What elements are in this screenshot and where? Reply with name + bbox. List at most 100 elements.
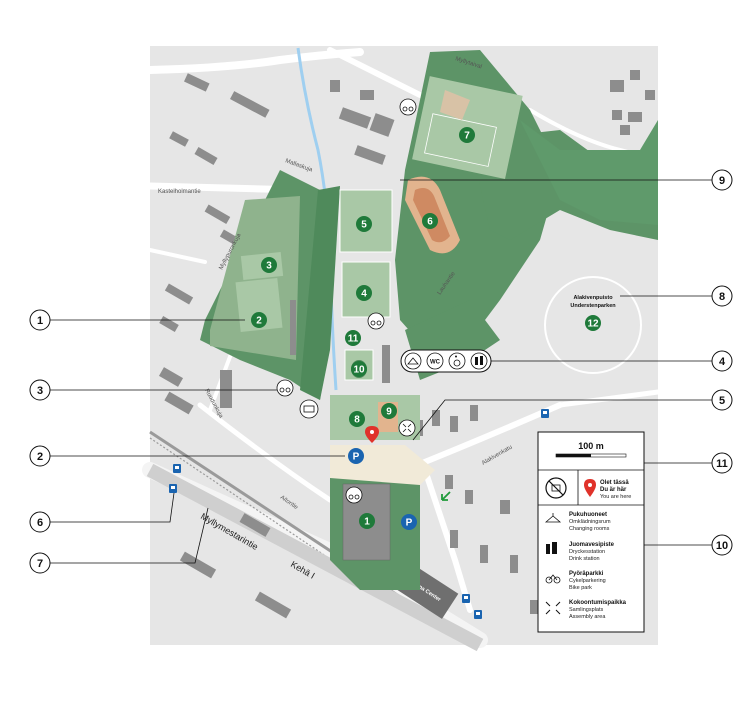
callout-5[interactable]: 5 bbox=[711, 389, 733, 411]
accessibility-icon[interactable] bbox=[448, 352, 466, 370]
map-bike-icons bbox=[276, 98, 417, 504]
callout-4[interactable]: 4 bbox=[711, 350, 733, 372]
svg-text:5: 5 bbox=[719, 395, 725, 407]
svg-text:WC: WC bbox=[430, 360, 441, 366]
svg-text:11: 11 bbox=[348, 334, 359, 345]
legend-row-drink-station: Juomavesipiste Dryckesstation Drink stat… bbox=[546, 542, 615, 562]
alakivenpuisto-label: Alakivenpuisto bbox=[573, 295, 613, 301]
callout-10[interactable]: 10 bbox=[711, 534, 733, 556]
you-are-here-legend-icon bbox=[584, 479, 596, 497]
bus-stop-icon bbox=[474, 610, 482, 619]
you-are-here-fi: Olet tässä bbox=[600, 480, 629, 486]
svg-text:Kokoontumispaikka: Kokoontumispaikka bbox=[569, 600, 627, 606]
callout-9[interactable]: 9 bbox=[711, 169, 733, 191]
venue-marker-11[interactable]: 11 bbox=[345, 330, 361, 346]
callout-leaders bbox=[50, 179, 712, 564]
svg-text:7: 7 bbox=[37, 558, 43, 570]
wc-icon[interactable]: WC bbox=[426, 352, 444, 370]
parking-icon[interactable]: P bbox=[348, 448, 364, 464]
legend-panel: 100 m Olet tässä Du är här You are here … bbox=[537, 431, 645, 633]
water-bottle-icon[interactable] bbox=[470, 352, 488, 370]
svg-text:4: 4 bbox=[719, 356, 726, 368]
amenity-icon-bar: WC bbox=[400, 349, 492, 373]
legend-row-assembly-area: Kokoontumispaikka Samlingsplats Assembly… bbox=[545, 600, 627, 620]
svg-text:P: P bbox=[406, 518, 413, 529]
bicycle-icon[interactable] bbox=[399, 98, 417, 116]
venue-marker-10[interactable]: 10 bbox=[351, 361, 367, 377]
venue-marker-2[interactable]: 2 bbox=[251, 312, 267, 328]
svg-text:Assembly area: Assembly area bbox=[569, 614, 606, 620]
svg-text:6: 6 bbox=[37, 517, 43, 529]
bus-stop-icon bbox=[462, 594, 470, 603]
you-are-here-legend-dot bbox=[588, 483, 592, 487]
scale-label: 100 m bbox=[578, 441, 604, 451]
bus-stop-icon bbox=[169, 484, 177, 493]
bicycle-icon[interactable] bbox=[367, 312, 385, 330]
svg-text:Pukuhuoneet: Pukuhuoneet bbox=[569, 512, 607, 518]
venue-markers: 1 2 3 4 5 6 7 8 9 10 11 12 bbox=[251, 127, 601, 529]
svg-text:10: 10 bbox=[353, 365, 365, 376]
callout-1[interactable]: 1 bbox=[29, 309, 51, 331]
hanger-icon bbox=[544, 513, 562, 523]
venue-marker-3[interactable]: 3 bbox=[261, 257, 277, 273]
svg-text:8: 8 bbox=[719, 291, 725, 303]
bicycle-icon[interactable] bbox=[276, 379, 294, 397]
svg-text:10: 10 bbox=[716, 540, 728, 552]
venue-marker-1[interactable]: 1 bbox=[359, 513, 375, 529]
svg-text:9: 9 bbox=[719, 175, 725, 187]
svg-text:8: 8 bbox=[354, 415, 360, 426]
svg-text:2: 2 bbox=[256, 316, 262, 327]
svg-text:4: 4 bbox=[361, 289, 367, 300]
svg-text:2: 2 bbox=[37, 451, 43, 463]
parking-icon[interactable]: P bbox=[401, 514, 417, 530]
hanger-icon[interactable] bbox=[404, 352, 422, 370]
you-are-here-marker bbox=[365, 426, 379, 443]
entrance-arrow-icon bbox=[441, 491, 451, 501]
legend-row-bike-park: Pyöräparkki Cykelparkering Bike park bbox=[545, 571, 606, 591]
svg-text:Changing rooms: Changing rooms bbox=[569, 526, 610, 532]
assembly-area-icon[interactable] bbox=[398, 419, 416, 437]
bicycle-icon[interactable] bbox=[345, 486, 363, 504]
svg-text:Omklädningsrum: Omklädningsrum bbox=[569, 519, 611, 525]
venue-marker-7[interactable]: 7 bbox=[459, 127, 475, 143]
venue-marker-8[interactable]: 8 bbox=[349, 411, 365, 427]
svg-text:Drink station: Drink station bbox=[569, 556, 600, 562]
svg-text:Bike park: Bike park bbox=[569, 585, 592, 591]
callout-3[interactable]: 3 bbox=[29, 379, 51, 401]
assembly-area-icon bbox=[545, 601, 561, 615]
callout-8[interactable]: 8 bbox=[711, 285, 733, 307]
sauna-icon[interactable] bbox=[299, 399, 319, 419]
svg-text:5: 5 bbox=[361, 220, 367, 231]
callout-6[interactable]: 6 bbox=[29, 511, 51, 533]
road-label-kastelholmantie: Kastelholmantie bbox=[158, 189, 201, 195]
svg-text:3: 3 bbox=[37, 385, 43, 397]
bus-stop-icon bbox=[173, 464, 181, 473]
callout-7[interactable]: 7 bbox=[29, 552, 51, 574]
water-bottle-icon bbox=[546, 542, 557, 554]
svg-text:Juomavesipiste: Juomavesipiste bbox=[569, 542, 615, 548]
svg-text:7: 7 bbox=[464, 131, 470, 142]
venue-marker-6[interactable]: 6 bbox=[422, 213, 438, 229]
venue-marker-9[interactable]: 9 bbox=[381, 403, 397, 419]
svg-text:Dryckesstation: Dryckesstation bbox=[569, 549, 605, 555]
svg-text:1: 1 bbox=[364, 517, 370, 528]
venue-marker-12[interactable]: 12 bbox=[585, 315, 601, 331]
svg-text:Cykelparkering: Cykelparkering bbox=[569, 578, 606, 584]
callouts: 1 2 3 4 5 6 7 8 9 10 11 bbox=[29, 169, 733, 574]
legend-row-changing-rooms: Pukuhuoneet Omklädningsrum Changing room… bbox=[544, 512, 611, 532]
callout-2[interactable]: 2 bbox=[29, 445, 51, 467]
alakivenpuisto-ring bbox=[544, 276, 642, 374]
venue-marker-4[interactable]: 4 bbox=[356, 285, 372, 301]
keha-highway bbox=[146, 463, 484, 652]
you-are-here-en: You are here bbox=[600, 494, 631, 500]
venue-marker-5[interactable]: 5 bbox=[356, 216, 372, 232]
svg-text:12: 12 bbox=[587, 319, 599, 330]
scale-bar bbox=[555, 453, 627, 458]
understenparken-label: Understenparken bbox=[570, 303, 616, 309]
svg-text:1: 1 bbox=[37, 315, 43, 327]
no-drone-icon bbox=[545, 477, 567, 499]
callout-11[interactable]: 11 bbox=[711, 452, 733, 474]
buildings bbox=[158, 70, 655, 619]
svg-text:9: 9 bbox=[386, 407, 392, 418]
